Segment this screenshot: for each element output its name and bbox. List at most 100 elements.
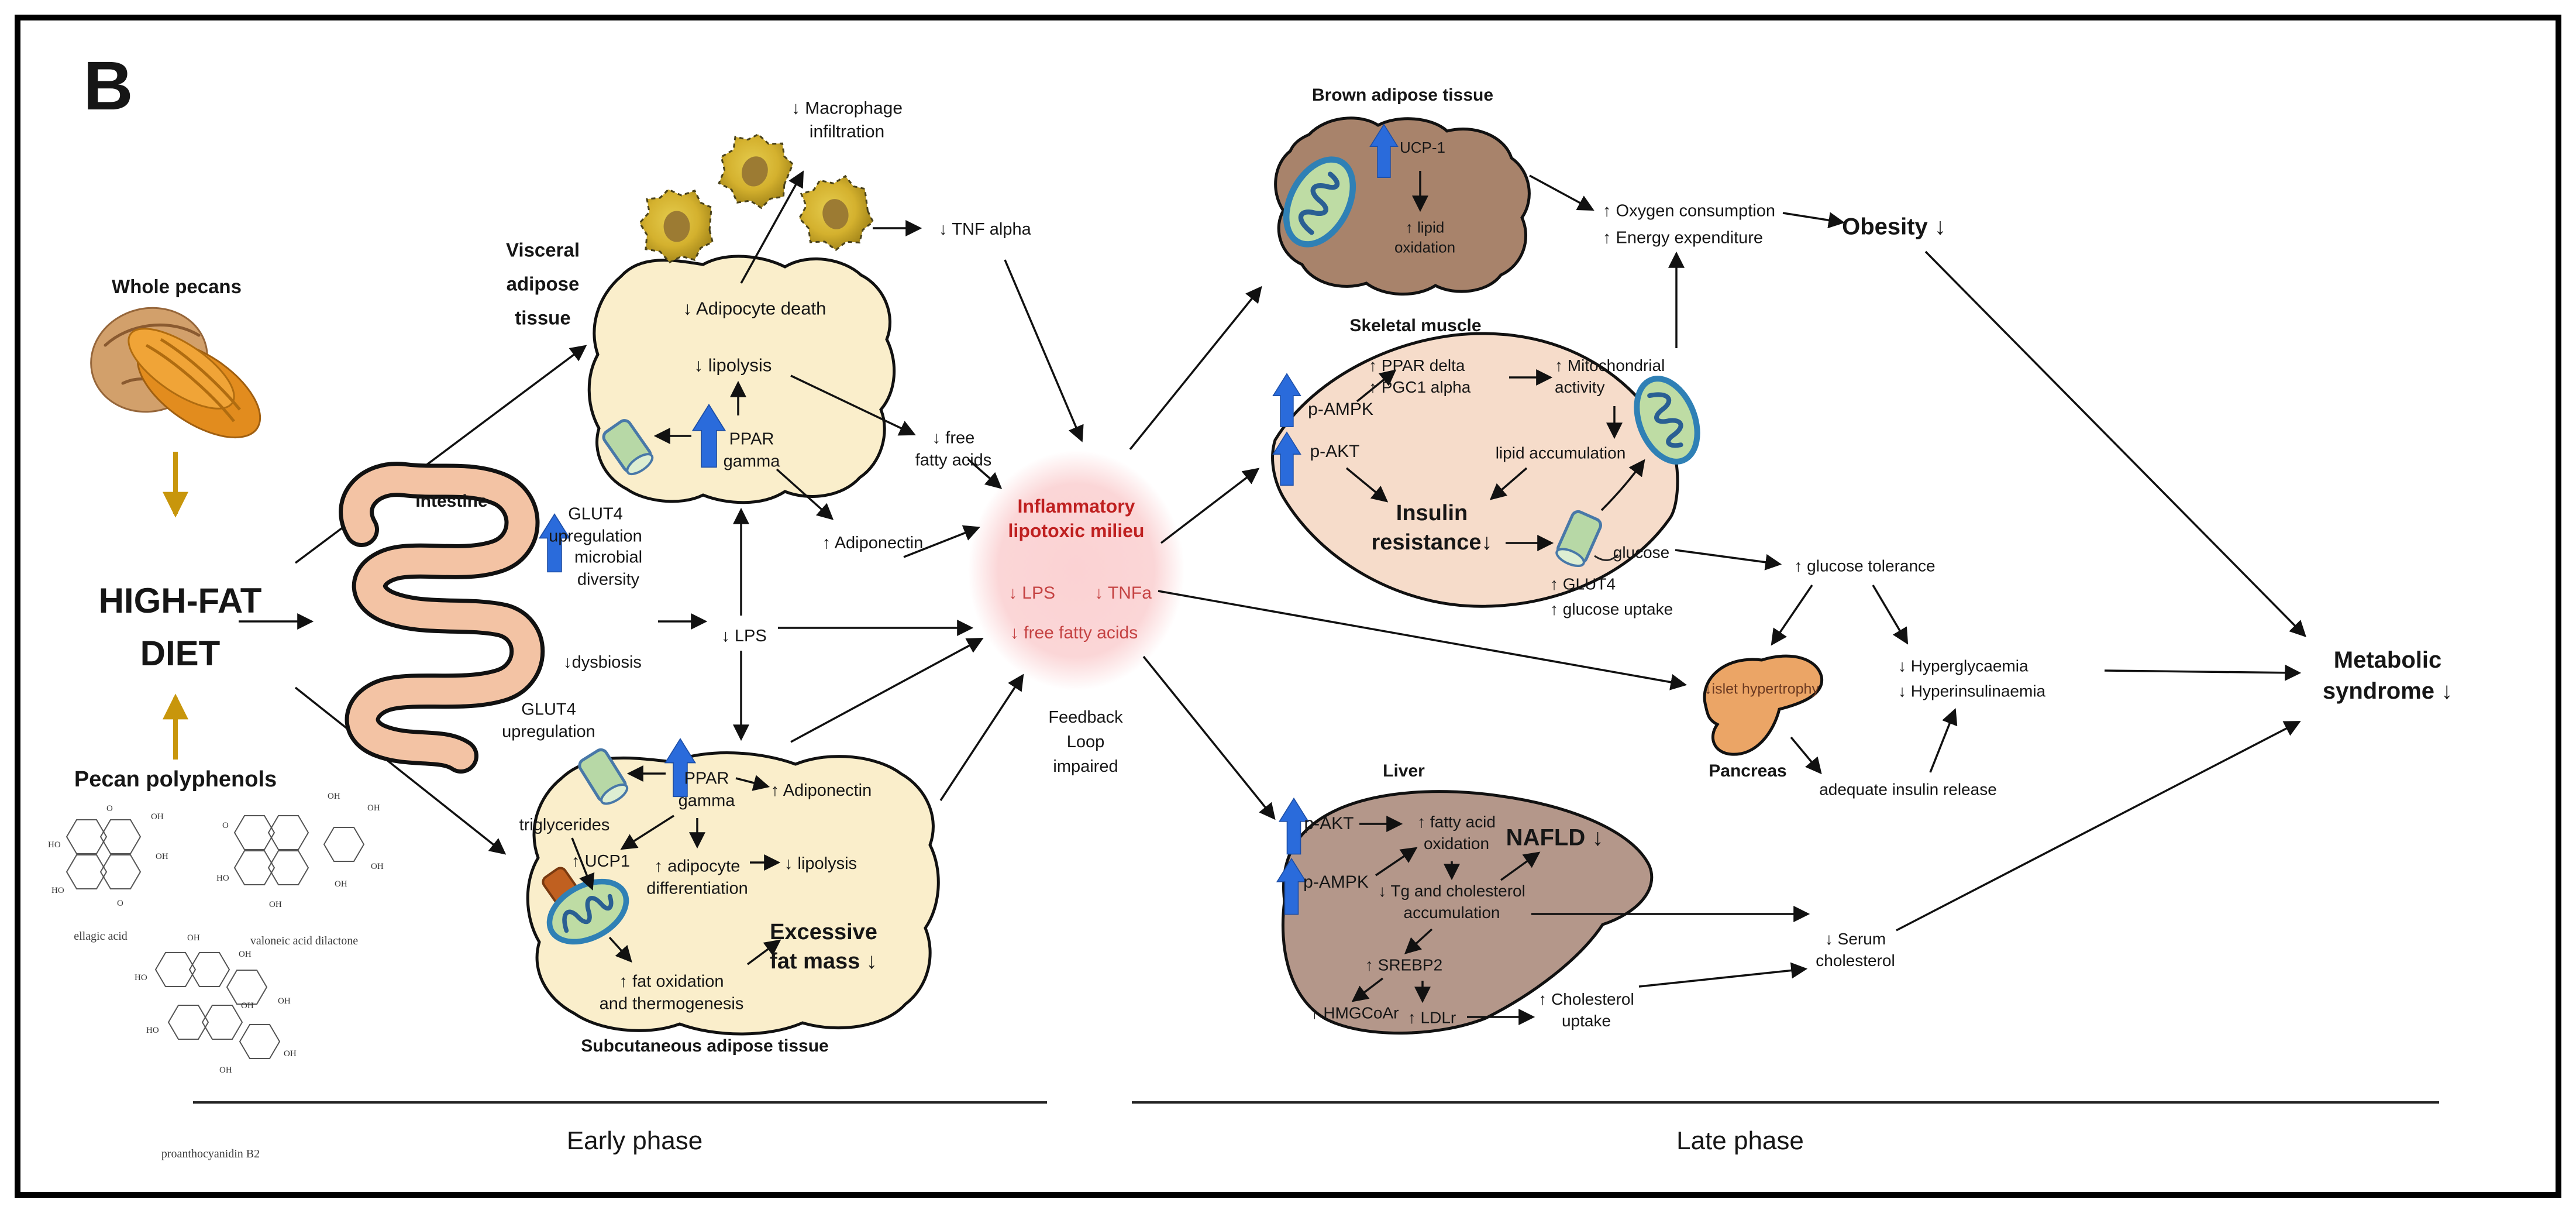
- svg-text:HO: HO: [48, 840, 61, 850]
- ppar-to-ucp1-arrow: [620, 815, 674, 850]
- pampk-liver-label: p-AMPK: [1303, 872, 1369, 892]
- dysbiosis-label: ↓dysbiosis: [563, 652, 642, 672]
- liver-shape: [1281, 790, 1654, 1035]
- subq-adiponectin-to-milieu-arrow: [790, 638, 984, 743]
- tnf-alpha-label: ↓ TNF alpha: [939, 219, 1031, 239]
- fatmass-to-milieu-arrow: [939, 673, 1024, 801]
- serum-to-syndrome-arrow: [1896, 721, 2301, 932]
- milieu-lps: ↓ LPS: [1008, 583, 1056, 603]
- tg-to-nafld-arrow: [1500, 851, 1541, 881]
- milieu-to-pancreas-arrow: [1158, 590, 1688, 690]
- glut4-upregulation-subq-label: GLUT4 upregulation: [502, 700, 595, 741]
- bat-to-oxygen-arrow: [1529, 174, 1594, 211]
- diet-to-visceral-arrow: [294, 345, 587, 564]
- glut4-uptake-label: ↑ GLUT4 ↑ glucose uptake: [1550, 575, 1673, 618]
- svg-text:OH: OH: [278, 996, 291, 1006]
- free-fatty-acids-label: ↓ free fatty acids: [915, 428, 992, 470]
- glucose-tolerance-label: ↑ glucose tolerance: [1794, 556, 1936, 575]
- pecan-icon: [90, 307, 261, 439]
- svg-text:OH: OH: [367, 803, 380, 813]
- mito-activity-label: ↑ Mitochondrial activity: [1555, 356, 1665, 396]
- milieu-to-liver-arrow: [1142, 655, 1276, 820]
- adipocyte-differentiation-label: ↑ adipocyte differentiation: [646, 857, 748, 898]
- lipid-accumulation-label: lipid accumulation: [1495, 444, 1626, 462]
- oxidation-to-fatmass-arrow: [746, 939, 781, 965]
- late-phase-label: Late phase: [1676, 1126, 1804, 1155]
- lps-label: ↓ LPS: [718, 624, 770, 648]
- early-phase-label: Early phase: [566, 1126, 703, 1155]
- svg-text:OH: OH: [156, 852, 168, 861]
- glut4-to-mito-arrow: [1600, 459, 1645, 511]
- energy-to-obesity-arrow: [1782, 212, 1845, 229]
- hyperglycaemia-label: ↓ Hyperglycaemia ↓ Hyperinsulinaemia: [1898, 657, 2046, 700]
- tg-cholesterol-label: ↓ Tg and cholesterol accumulation: [1378, 882, 1525, 922]
- pancreas-label: Pancreas: [1709, 761, 1787, 781]
- svg-text:OH: OH: [187, 933, 200, 943]
- ellagic-acid-label: ellagic acid: [74, 929, 128, 943]
- lipolysis-visceral-label: ↓ lipolysis: [694, 355, 772, 376]
- intestine-label: Intestine: [415, 492, 488, 511]
- svg-text:O: O: [222, 821, 229, 830]
- ldlr-label: ↑ LDLr: [1407, 1008, 1456, 1027]
- svg-text:OH: OH: [284, 1049, 297, 1059]
- fat-oxidation-label: ↑ fat oxidation and thermogenesis: [599, 972, 744, 1013]
- ampk-to-ppar-arrow: [1356, 369, 1397, 403]
- metabolic-syndrome-label: Metabolic syndrome ↓: [2322, 647, 2453, 704]
- cholesterol-uptake-label: ↑ Cholesterol uptake: [1538, 990, 1634, 1030]
- svg-text:OH: OH: [371, 862, 384, 871]
- inflammatory-milieu-circle: [968, 451, 1184, 690]
- svg-text:O: O: [106, 804, 113, 813]
- macrophage-infiltration-label: ↓ Macrophage infiltration: [791, 98, 903, 141]
- pampk-muscle-label: p-AMPK: [1308, 400, 1373, 420]
- ppar-gamma-subq-label: PPAR gamma: [678, 769, 735, 810]
- obesity-label: Obesity ↓: [1842, 214, 1946, 240]
- milieu-tnfa: ↓ TNFa: [1094, 583, 1152, 603]
- cholesterol-to-serum-arrow: [1638, 962, 1808, 988]
- ppar-gamma-visceral-label: PPAR gamma: [723, 429, 780, 471]
- svg-text:OH: OH: [219, 1066, 232, 1075]
- panel-border: [15, 15, 2561, 1198]
- lipid-to-insulin-arrow: [1489, 467, 1528, 500]
- svg-text:HO: HO: [135, 973, 147, 982]
- islet-hypertrophy-label: ↓islet hypertrophy: [1704, 681, 1819, 697]
- whole-pecans-label: Whole pecans: [112, 276, 242, 298]
- insulin-to-hyper-arrow: [1929, 708, 1958, 773]
- akt-to-insulin-arrow: [1345, 467, 1389, 503]
- ppar-pgc-label: ↑ PPAR delta ↑ PGC1 alpha: [1369, 356, 1471, 396]
- subcutaneous-tissue-label: Subcutaneous adipose tissue: [581, 1036, 829, 1056]
- valoneic-acid-label: valoneic acid dilactone: [250, 934, 359, 947]
- ucp1-bat-label: UCP-1: [1399, 138, 1446, 156]
- svg-text:O: O: [117, 899, 123, 908]
- skeletal-muscle-label: Skeletal muscle: [1349, 316, 1482, 336]
- nafld-label: NAFLD ↓: [1506, 824, 1604, 851]
- svg-text:HO: HO: [51, 886, 64, 895]
- mito-to-oxidation-arrow: [608, 936, 632, 963]
- ppar-to-adiponectin-arrow: [776, 468, 834, 520]
- lipolysis-to-ffa-arrow: [790, 374, 916, 436]
- milieu-to-muscle-arrow: [1160, 468, 1260, 544]
- milieu-title: Inflammatory lipotoxic milieu: [1008, 495, 1145, 541]
- feedback-loop-label: Feedback Loop impaired: [1048, 707, 1123, 776]
- macrophage-icon: [791, 170, 879, 257]
- svg-text:OH: OH: [335, 879, 347, 889]
- svg-text:HO: HO: [146, 1026, 159, 1035]
- hmgcoar-label: ↑ HMGCoAr: [1310, 1004, 1399, 1022]
- panel-letter: B: [83, 47, 133, 125]
- tolerance-to-hyper-arrow: [1872, 585, 1909, 645]
- tolerance-to-pancreas-arrow: [1771, 585, 1813, 646]
- tg-to-srebp-arrow: [1404, 928, 1433, 954]
- serum-cholesterol-label: ↓ Serum cholesterol: [1816, 930, 1895, 970]
- excessive-fat-mass-label: Excessive fat mass ↓: [770, 919, 877, 974]
- glut4-upregulation-visceral-label: GLUT4 upregulation: [549, 504, 642, 546]
- svg-text:HO: HO: [216, 874, 229, 883]
- svg-text:OH: OH: [328, 792, 340, 801]
- pakt-liver-label: p-AKT: [1304, 814, 1354, 834]
- proanthocyanidin-label: proanthocyanidin B2: [161, 1147, 260, 1160]
- ppar-to-adiponectin-subq-arrow: [735, 775, 770, 791]
- adiponectin-visceral-label: ↑ Adiponectin: [822, 533, 924, 552]
- ucp1-subq-label: ↑ UCP1: [571, 851, 630, 871]
